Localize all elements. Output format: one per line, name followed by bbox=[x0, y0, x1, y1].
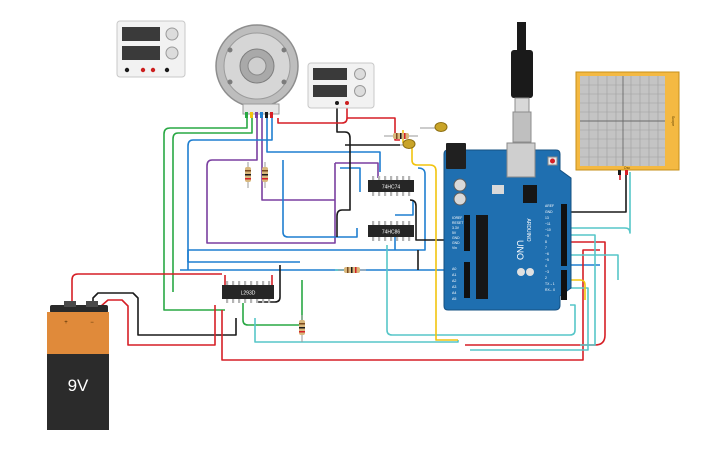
svg-text:IOREF: IOREF bbox=[452, 216, 462, 220]
wire-blue-7[interactable] bbox=[395, 200, 414, 216]
svg-text:TX→1: TX→1 bbox=[545, 282, 555, 286]
wire-purple-2[interactable] bbox=[261, 118, 335, 201]
svg-text:A0: A0 bbox=[452, 267, 456, 271]
arduino-digital-labels: AREF GND 13 ~11 ~10 ~9 8 7 ~6 ~5 4 ~3 2 … bbox=[545, 204, 555, 292]
wire-red-6[interactable] bbox=[347, 117, 400, 141]
power-supply-1[interactable] bbox=[116, 20, 186, 78]
svg-text:2: 2 bbox=[545, 276, 547, 280]
wire-cyan-7[interactable] bbox=[470, 320, 589, 351]
svg-text:~11: ~11 bbox=[545, 222, 551, 226]
wire-red-1[interactable] bbox=[277, 104, 348, 124]
usb-cable bbox=[511, 22, 533, 143]
svg-text:~10: ~10 bbox=[545, 228, 551, 232]
svg-text:A5: A5 bbox=[452, 297, 456, 301]
wire-purple-1[interactable] bbox=[206, 118, 336, 244]
arduino-model: UNO bbox=[515, 240, 525, 260]
wire-cyan-2[interactable] bbox=[570, 287, 589, 320]
svg-text:GND: GND bbox=[452, 241, 460, 245]
encoder-motor[interactable] bbox=[215, 24, 299, 118]
wire-red-7[interactable] bbox=[570, 241, 606, 315]
battery-minus: − bbox=[90, 320, 94, 326]
svg-text:AREF: AREF bbox=[545, 204, 554, 208]
resistor-2[interactable] bbox=[262, 162, 268, 188]
battery-9v[interactable]: + − 9V bbox=[47, 301, 109, 430]
arduino-analog-labels: A0 A1 A2 A3 A4 A5 bbox=[452, 267, 456, 301]
svg-text:~9: ~9 bbox=[545, 234, 549, 238]
power-supply-2[interactable] bbox=[307, 62, 375, 109]
wire-yellow-3[interactable] bbox=[570, 279, 586, 300]
svg-text:A2: A2 bbox=[452, 279, 456, 283]
chip-l293d[interactable]: L293D bbox=[222, 281, 274, 303]
resistor-3[interactable] bbox=[384, 133, 418, 139]
svg-text:3.3V: 3.3V bbox=[452, 226, 460, 230]
wire-cyan-4[interactable] bbox=[570, 172, 631, 234]
wire-black-1[interactable] bbox=[336, 104, 351, 237]
svg-text:GND: GND bbox=[452, 236, 460, 240]
wire-red-3[interactable] bbox=[99, 299, 216, 346]
arduino-power-labels: IOREF RESET 3.3V 5V GND GND Vin bbox=[452, 216, 463, 250]
wire-black-3[interactable] bbox=[409, 199, 447, 241]
svg-text:13: 13 bbox=[545, 216, 549, 220]
wire-black-5[interactable] bbox=[92, 292, 237, 336]
wire-blue-5[interactable] bbox=[187, 167, 426, 270]
svg-text:A3: A3 bbox=[452, 285, 456, 289]
svg-text:~3: ~3 bbox=[545, 270, 549, 274]
wire-cyan-1[interactable] bbox=[386, 245, 576, 336]
arduino-uno[interactable]: UNO ARDUINO AREF GND 13 ~11 ~10 ~9 8 7 ~… bbox=[443, 142, 572, 311]
wire-red-2[interactable] bbox=[71, 273, 222, 307]
wire-red-9[interactable] bbox=[594, 315, 606, 346]
svg-text:~5: ~5 bbox=[545, 258, 549, 262]
oscilloscope[interactable]: Scope Osc bbox=[575, 71, 680, 175]
svg-text:~6: ~6 bbox=[545, 252, 549, 256]
svg-text:A1: A1 bbox=[452, 273, 456, 277]
wire-black-7[interactable] bbox=[258, 265, 281, 303]
chip-74hc86-label: 74HC86 bbox=[382, 230, 401, 236]
wire-blue-3[interactable] bbox=[282, 160, 358, 238]
led-2[interactable] bbox=[400, 139, 416, 149]
svg-text:7: 7 bbox=[545, 246, 547, 250]
wire-blue-4[interactable] bbox=[340, 167, 361, 192]
wire-green-3[interactable] bbox=[242, 280, 303, 326]
svg-text:Vin: Vin bbox=[452, 246, 457, 250]
led-1[interactable] bbox=[420, 122, 448, 132]
wire-cyan-8[interactable] bbox=[570, 254, 619, 280]
wire-blue-2[interactable] bbox=[187, 118, 300, 263]
scope-label: Osc bbox=[624, 166, 631, 170]
svg-text:RX←0: RX←0 bbox=[545, 288, 555, 292]
wire-red-4[interactable] bbox=[221, 249, 600, 361]
chip-74hc74[interactable]: 74HC74 bbox=[368, 176, 414, 196]
chip-74hc74-label: 74HC74 bbox=[382, 185, 401, 191]
svg-text:A4: A4 bbox=[452, 291, 456, 295]
wire-yellow-1[interactable] bbox=[411, 145, 458, 341]
resistor-4[interactable] bbox=[338, 267, 366, 273]
svg-text:RESET: RESET bbox=[452, 221, 463, 225]
resistor-5[interactable] bbox=[299, 315, 305, 342]
battery-plus: + bbox=[64, 320, 68, 326]
chip-l293d-label: L293D bbox=[241, 291, 256, 297]
wire-green-2[interactable] bbox=[172, 118, 253, 292]
resistor-1[interactable] bbox=[245, 162, 251, 188]
svg-text:5V: 5V bbox=[452, 231, 457, 235]
chip-74hc86[interactable]: 74HC86 bbox=[368, 221, 414, 241]
battery-label: 9V bbox=[68, 376, 89, 395]
wire-black-6[interactable] bbox=[570, 172, 627, 213]
svg-text:4: 4 bbox=[545, 264, 547, 268]
svg-text:GND: GND bbox=[545, 210, 553, 214]
arduino-brand: ARDUINO bbox=[525, 218, 531, 241]
wire-purple-3[interactable] bbox=[335, 162, 379, 178]
scope-side-label: Scope bbox=[671, 116, 675, 126]
svg-text:8: 8 bbox=[545, 240, 547, 244]
wires bbox=[71, 104, 631, 361]
wire-green-1[interactable] bbox=[163, 118, 248, 311]
wire-cyan-5[interactable] bbox=[254, 318, 459, 343]
wire-blue-1[interactable] bbox=[266, 118, 381, 172]
